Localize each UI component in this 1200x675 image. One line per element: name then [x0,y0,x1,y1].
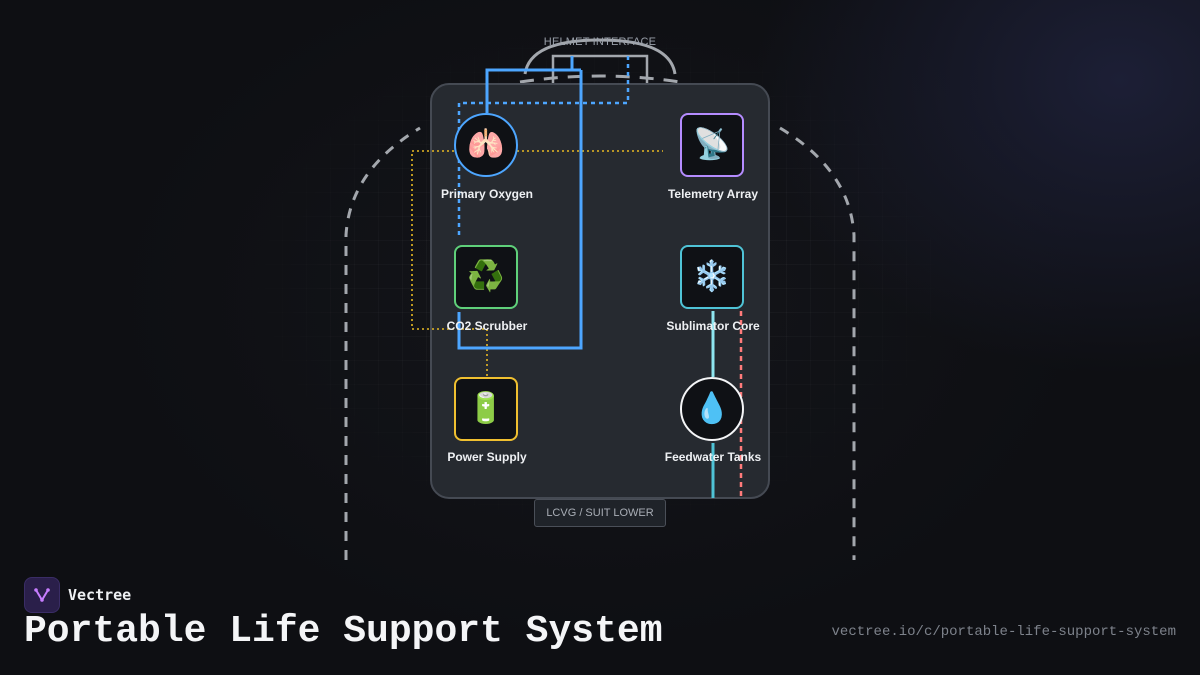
brand-name: Vectree [68,586,132,604]
vectree-logo-icon [24,577,60,613]
satellite-dish-icon: 📡 [693,128,731,161]
telemetry-array-label: Telemetry Array [667,187,759,201]
power-supply-node[interactable]: 🔋 [454,377,518,441]
sublimator-core-node[interactable]: ❄️ [680,245,744,309]
telemetry-array-node[interactable]: 📡 [680,113,744,177]
helmet-dome [523,38,677,75]
helmet-interface-label: HELMET INTERFACE [543,36,657,48]
lcvg-suit-lower-tag: LCVG / SUIT LOWER [534,499,666,527]
feedwater-tanks-node[interactable]: 💧 [680,377,744,441]
battery-icon: 🔋 [467,392,505,425]
primary-oxygen-label: Primary Oxygen [440,187,534,201]
power-supply-label: Power Supply [447,450,527,464]
feedwater-tanks-label: Feedwater Tanks [664,450,762,464]
suit-outline [344,126,856,560]
source-url[interactable]: vectree.io/c/portable-life-support-syste… [831,624,1176,640]
primary-oxygen-node[interactable]: 🫁 [454,113,518,177]
page-title: Portable Life Support System [24,610,663,653]
water-drop-icon: 💧 [693,392,731,425]
oxygen-return-line [457,56,630,236]
co2-scrubber-node[interactable]: ♻️ [454,245,518,309]
recycle-icon: ♻️ [467,260,505,293]
co2-scrubber-label: CO2 Scrubber [446,319,528,333]
power-line [411,150,663,376]
helmet-collar [519,74,681,84]
lungs-icon: 🫁 [467,128,505,161]
sublimator-core-label: Sublimator Core [666,319,760,333]
brand: Vectree [24,577,131,613]
snowflake-icon: ❄️ [693,260,731,293]
